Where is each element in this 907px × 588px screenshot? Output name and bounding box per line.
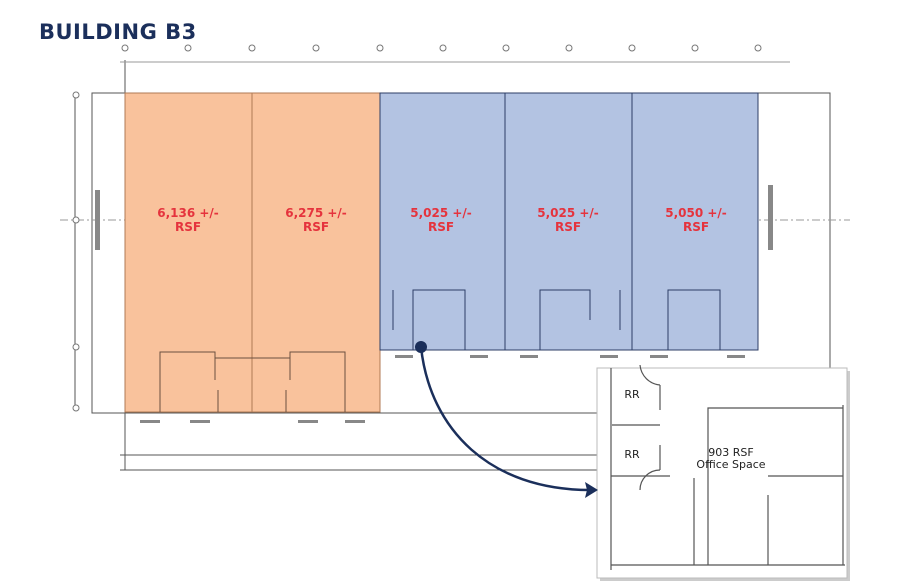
- suite-label-4: 5,025 +/- RSF: [537, 206, 599, 234]
- restroom-bottom-label: RR: [624, 448, 640, 461]
- svg-text:5,050 +/-: 5,050 +/-: [665, 206, 727, 220]
- page-title: BUILDING B3: [39, 20, 197, 44]
- svg-text:RSF: RSF: [175, 220, 201, 234]
- suite-3[interactable]: [379, 92, 506, 351]
- suite-label-5: 5,050 +/- RSF: [665, 206, 727, 234]
- office-inset: RR RR 903 RSF Office Space: [596, 364, 850, 581]
- svg-text:RSF: RSF: [303, 220, 329, 234]
- suite-label-3: 5,025 +/- RSF: [410, 206, 472, 234]
- svg-text:RSF: RSF: [555, 220, 581, 234]
- suite-5[interactable]: [631, 92, 759, 351]
- svg-text:5,025 +/-: 5,025 +/-: [537, 206, 599, 220]
- svg-text:6,275 +/-: 6,275 +/-: [285, 206, 347, 220]
- grid-markers: [72, 44, 762, 412]
- svg-text:RSF: RSF: [428, 220, 454, 234]
- svg-text:5,025 +/-: 5,025 +/-: [410, 206, 472, 220]
- svg-text:RSF: RSF: [683, 220, 709, 234]
- svg-text:6,136 +/-: 6,136 +/-: [157, 206, 219, 220]
- office-walls-blue: [392, 289, 721, 350]
- window-marks: [95, 185, 773, 423]
- suite-2[interactable]: [251, 92, 381, 413]
- callout-arrow: [415, 341, 598, 498]
- suite-label-1: 6,136 +/- RSF: [157, 206, 219, 234]
- office-walls-orange: [159, 351, 346, 412]
- office-area-label: 903 RSF: [708, 446, 753, 459]
- suite-1[interactable]: [124, 92, 253, 413]
- office-space-label: Office Space: [696, 458, 765, 471]
- suite-label-2: 6,275 +/- RSF: [285, 206, 347, 234]
- suite-4[interactable]: [504, 92, 633, 351]
- restroom-top-label: RR: [624, 388, 640, 401]
